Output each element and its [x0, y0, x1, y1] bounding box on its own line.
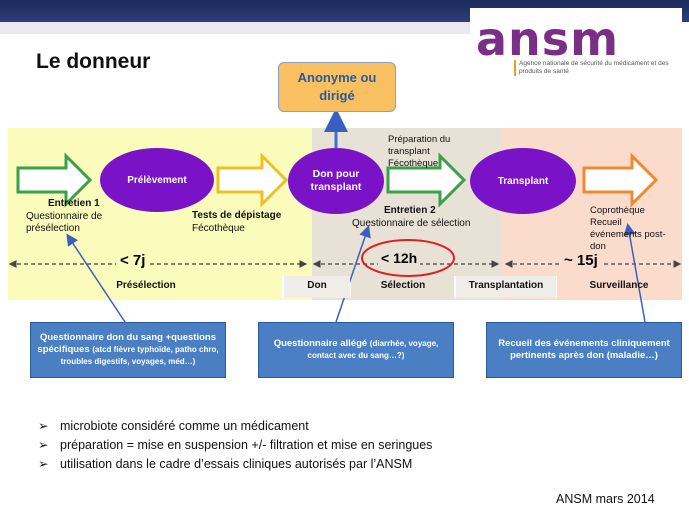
bullet-item-1: ➢ microbiote considéré comme un médicamen…	[38, 418, 309, 433]
callout-arrow-3	[623, 223, 646, 323]
bullet-text: microbiote considéré comme un médicament	[60, 419, 309, 433]
coprotheque-label: Coprothèque Recueil événements post-don	[590, 205, 666, 252]
logo-tagline: Agence nationale de sécurité du médicame…	[514, 60, 687, 76]
phase-don: Don	[307, 280, 327, 291]
duration-7j: < 7j	[116, 252, 150, 269]
duration-12h: < 12h	[378, 250, 421, 266]
entretien1-subtitle: Questionnaire de présélection	[26, 211, 103, 234]
ellipse-prelevement: Prélèvement	[100, 148, 214, 212]
yellow-block-arrow	[216, 152, 289, 208]
info-box-1-detail: (atcd fièvre typhoïde, patho chro, troub…	[60, 345, 219, 366]
ansm-logo: ansm Agence nationale de sécurité du méd…	[470, 8, 682, 82]
bullet-text: utilisation dans le cadre d’essais clini…	[60, 457, 413, 471]
phase-transplantation: Transplantation	[468, 280, 544, 291]
tests-subtitle: Fécothèque	[192, 223, 245, 234]
bullet-marker: ➢	[38, 457, 49, 471]
highlight-circle	[361, 239, 455, 277]
entretien2-title: Entretien 2	[384, 205, 436, 216]
orange-block-arrow	[582, 152, 659, 208]
entretien2-subtitle: Questionnaire de sélection	[352, 218, 471, 229]
tests-title: Tests de dépistage	[192, 210, 282, 221]
duration-15j: ~ 15j	[560, 252, 602, 269]
bullet-item-2: ➢ préparation = mise en suspension +/- fi…	[38, 437, 432, 452]
header-stripe	[0, 22, 470, 34]
phase-surveillance: Surveillance	[589, 280, 649, 291]
info-box-2-main: Questionnaire allégé	[273, 338, 368, 349]
callout-arrow-2	[335, 225, 371, 323]
callout-arrow-1	[66, 233, 126, 323]
bullet-marker: ➢	[38, 438, 49, 452]
footer-date: ANSM mars 2014	[556, 492, 655, 506]
green-block-arrow	[16, 152, 93, 208]
phase-preselection: Présélection	[116, 280, 176, 291]
info-box-questionnaire-allege: Questionnaire allégé (diarrhée, voyage, …	[258, 322, 454, 378]
preparation-label: Préparation du transplant Fécothèque	[388, 134, 451, 169]
entretien1-title: Entretien 1	[48, 198, 100, 209]
logo-wordmark: ansm	[476, 12, 620, 66]
info-box-recueil: Recueil des événements cliniquement pert…	[486, 322, 682, 378]
bullet-marker: ➢	[38, 419, 49, 433]
green-block-arrow-2	[386, 152, 467, 208]
bullet-item-3: ➢ utilisation dans le cadre d’essais clin…	[38, 456, 412, 471]
bullet-text: préparation = mise en suspension +/- fil…	[60, 438, 433, 452]
ellipse-transplant: Transplant	[470, 148, 576, 214]
slide-title: Le donneur	[36, 50, 151, 73]
info-box-2-detail: (diarrhée, voyage, contact avec du sang……	[307, 339, 439, 360]
info-box-1-main: Questionnaire don du sang +questions spé…	[37, 332, 217, 355]
ellipse-don-pour-transplant: Don pour transplant	[288, 148, 384, 214]
info-box-questionnaire-don: Questionnaire don du sang +questions spé…	[30, 322, 226, 378]
anonyme-box: Anonyme ou dirigé	[278, 62, 396, 112]
phase-selection: Sélection	[380, 280, 426, 291]
